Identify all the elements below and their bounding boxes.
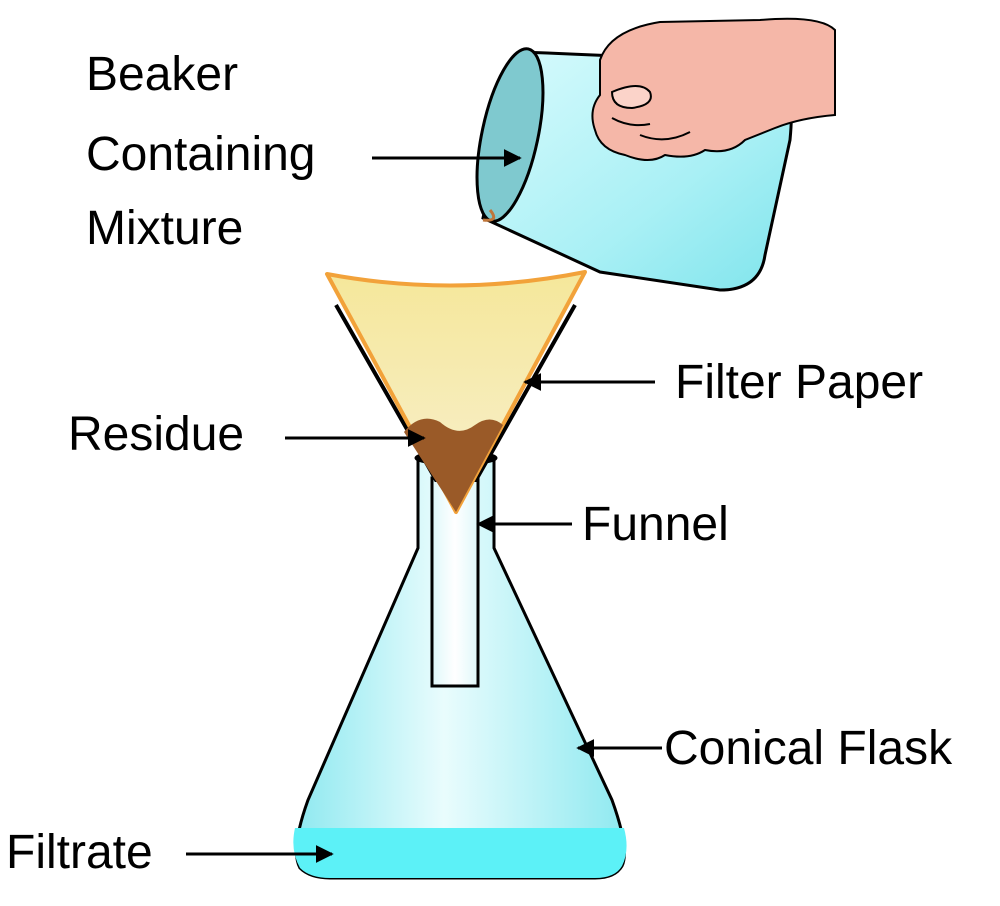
residue [404,418,503,512]
label-conical-flask: Conical Flask [664,722,953,775]
filtrate-liquid [293,828,627,878]
pointer-arrows [186,149,662,863]
label-beaker-line3: Mixture [86,202,244,255]
filter-paper [325,270,587,514]
label-filter-paper: Filter Paper [675,356,924,409]
label-residue: Residue [68,408,245,461]
label-filtrate: Filtrate [6,826,153,879]
label-beaker-line2: Containing [86,128,316,181]
hand [591,17,836,161]
label-beaker-line1: Beaker [86,48,239,101]
label-funnel: Funnel [582,498,729,551]
